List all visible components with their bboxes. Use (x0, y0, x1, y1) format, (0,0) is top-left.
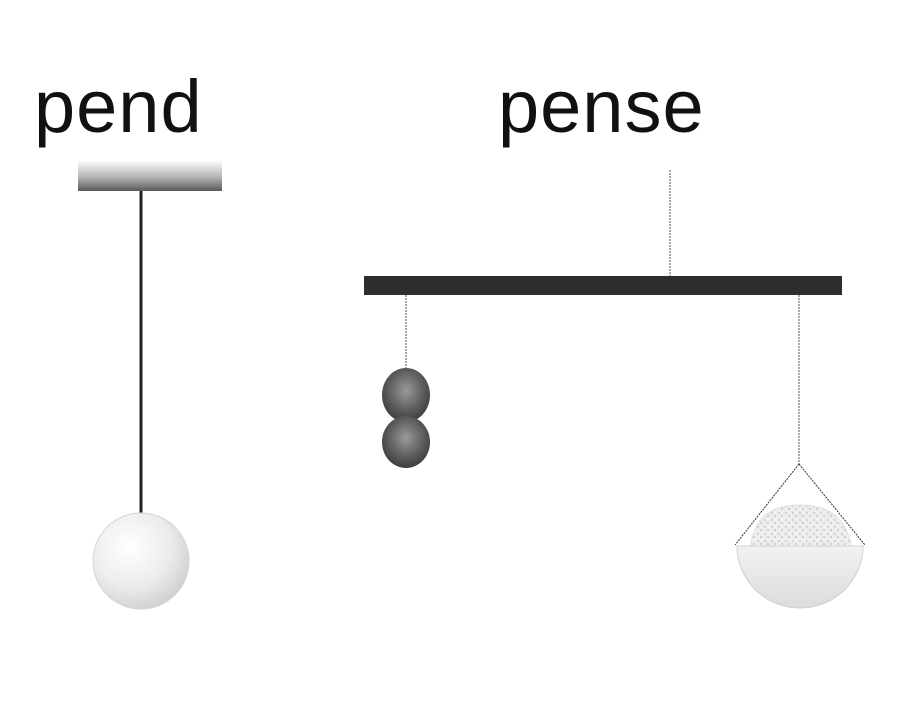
balance-scale-icon (364, 170, 866, 609)
scale-pan (734, 463, 866, 609)
weight-stack (382, 368, 430, 468)
pendulum-bob (92, 512, 190, 610)
pan-cord-left (734, 463, 800, 546)
pan-cord-right (798, 463, 866, 546)
word-pend: pend (34, 65, 203, 148)
weight-bottom (382, 416, 430, 468)
pan-bowl (736, 545, 864, 609)
pendulum-mount (78, 160, 222, 191)
pan-contents (749, 504, 853, 549)
word-pense: pense (498, 65, 705, 148)
balance-beam (364, 276, 842, 295)
pendulum-icon (78, 160, 222, 610)
weight-top (382, 368, 430, 422)
